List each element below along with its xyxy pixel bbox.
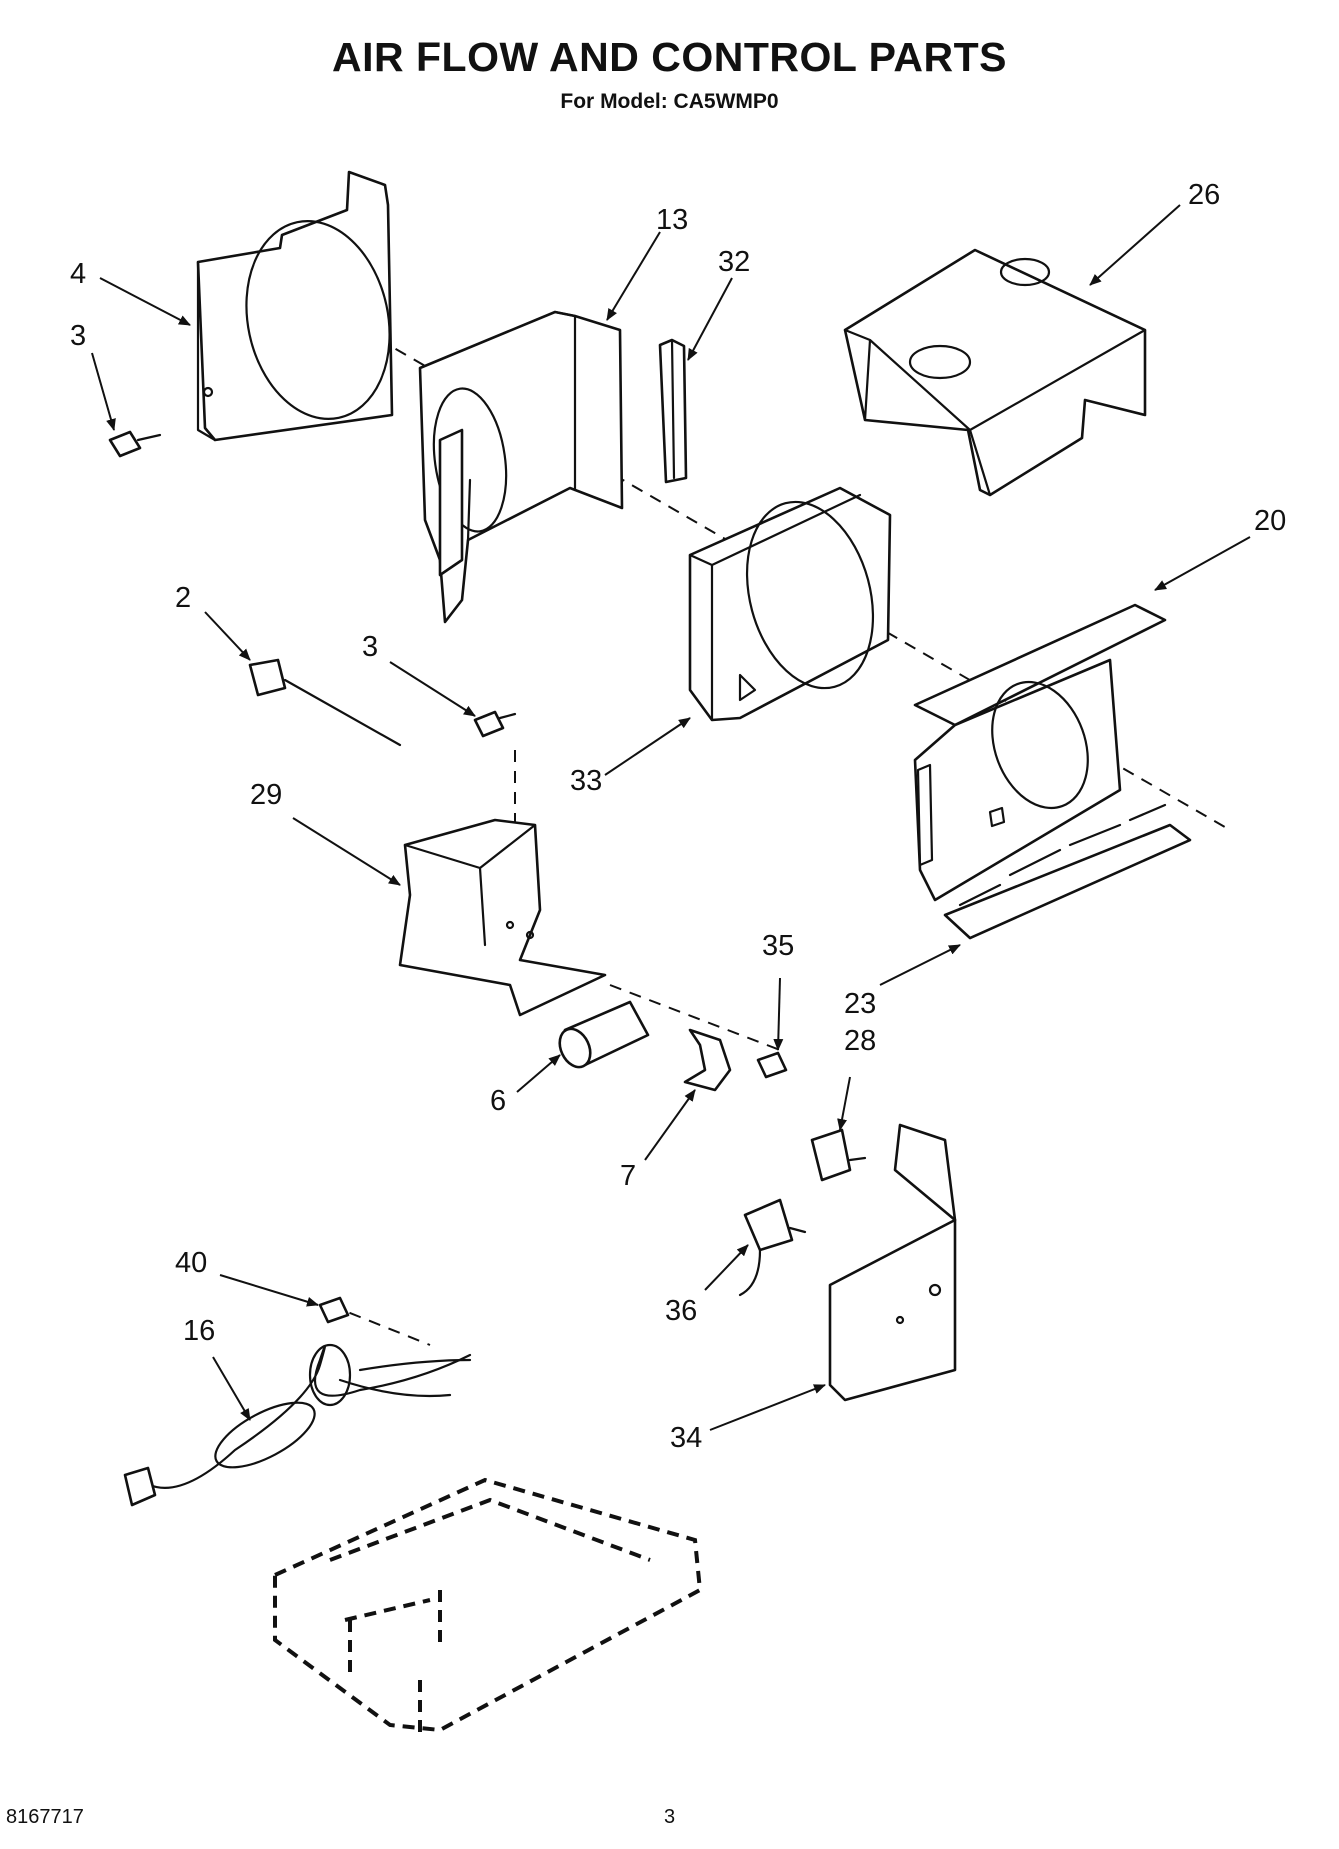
part-34-control-panel <box>828 1123 957 1402</box>
part-40-ground-screw <box>318 1296 350 1324</box>
phantom-base-pan <box>273 1477 703 1740</box>
part-36-switch-harness <box>738 1198 807 1297</box>
page-number: 3 <box>663 1806 676 1828</box>
callout-numbers: 4 3 13 32 26 20 2 3 33 29 35 23 28 6 7 4… <box>70 179 1286 1454</box>
callout-35: 35 <box>762 930 794 962</box>
callout-29: 29 <box>250 779 282 811</box>
callout-16: 16 <box>183 1315 215 1347</box>
callout-3-lower: 3 <box>362 631 378 663</box>
callout-23: 23 <box>844 988 876 1020</box>
part-29-control-bracket <box>398 818 607 1017</box>
callout-leader-lines <box>91 204 1251 1431</box>
part-23-bracket <box>943 803 1192 940</box>
callout-36: 36 <box>665 1295 697 1327</box>
callout-6: 6 <box>490 1085 506 1117</box>
part-20-shroud <box>913 603 1167 902</box>
part-28-switch <box>810 1128 867 1182</box>
model-subtitle: For Model: CA5WMP0 <box>560 90 779 113</box>
part-32-seal-strip <box>658 338 688 484</box>
document-number: 8167717 <box>6 1806 84 1828</box>
callout-20: 20 <box>1254 505 1286 537</box>
part-2-thermostat <box>248 658 402 747</box>
part-6-capacitor <box>558 1000 650 1069</box>
part-26-top-cover <box>843 248 1147 497</box>
part-16-power-cord <box>123 1343 472 1507</box>
callout-13: 13 <box>656 204 688 236</box>
callout-4: 4 <box>70 258 86 290</box>
assembly-center-lines <box>249 264 1231 1346</box>
page-title: AIR FLOW AND CONTROL PARTS <box>331 34 1008 80</box>
part-33-scroll <box>688 486 892 722</box>
callout-28: 28 <box>844 1025 876 1057</box>
part-7-strap <box>683 1028 732 1092</box>
callout-33: 33 <box>570 765 602 797</box>
part-4-shroud <box>196 170 394 442</box>
callout-3-upper: 3 <box>70 320 86 352</box>
part-3-screw-upper <box>108 430 162 458</box>
part-3-screw-lower <box>473 710 517 738</box>
callout-2: 2 <box>175 582 191 614</box>
callout-26: 26 <box>1188 179 1220 211</box>
callout-34: 34 <box>670 1422 702 1454</box>
callout-7: 7 <box>620 1160 636 1192</box>
callout-40: 40 <box>175 1247 207 1279</box>
part-13-orifice-panel <box>418 310 624 624</box>
callout-32: 32 <box>718 246 750 278</box>
part-35-screw <box>756 1051 788 1079</box>
